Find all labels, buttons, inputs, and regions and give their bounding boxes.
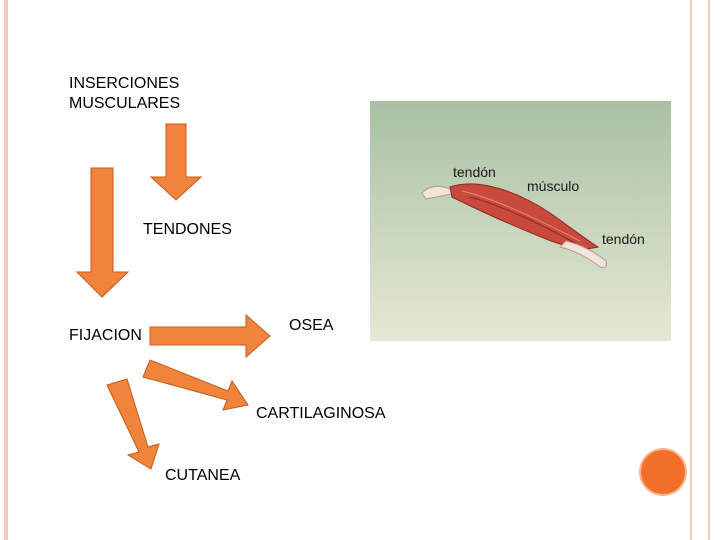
label-fijacion: FIJACION xyxy=(69,327,142,344)
illustration-label-musculo: músculo xyxy=(527,178,579,194)
muscle-illustration: tendón músculo tendón xyxy=(370,101,671,341)
label-cutanea: CUTANEA xyxy=(165,467,241,484)
illustration-label-tendon-right: tendón xyxy=(602,231,645,247)
muscle-fiber xyxy=(469,196,576,244)
label-line-2: MUSCULARES xyxy=(69,95,181,112)
right-arrow-icon xyxy=(149,313,271,359)
tendon-right xyxy=(559,240,607,269)
muscle-fiber xyxy=(461,190,581,242)
label-osea: OSEA xyxy=(289,317,334,334)
frame-line-right-outer xyxy=(708,0,710,540)
down-arrow-icon xyxy=(75,167,130,298)
diagonal-arrow-icon xyxy=(142,359,249,411)
circle-decoration-icon xyxy=(641,450,685,494)
muscle-belly xyxy=(449,183,600,250)
illustration-label-tendon-top: tendón xyxy=(453,164,496,180)
frame-line-left xyxy=(4,0,8,540)
diagonal-arrow-icon xyxy=(106,378,160,470)
down-arrow-icon xyxy=(149,123,203,201)
label-cartilaginosa: CARTILAGINOSA xyxy=(256,405,386,422)
label-tendones: TENDONES xyxy=(143,221,232,238)
frame-line-right-inner xyxy=(690,0,692,540)
label-line-1: INSERCIONES xyxy=(69,75,180,92)
label-inserciones-musculares: INSERCIONES MUSCULARES xyxy=(69,74,180,114)
